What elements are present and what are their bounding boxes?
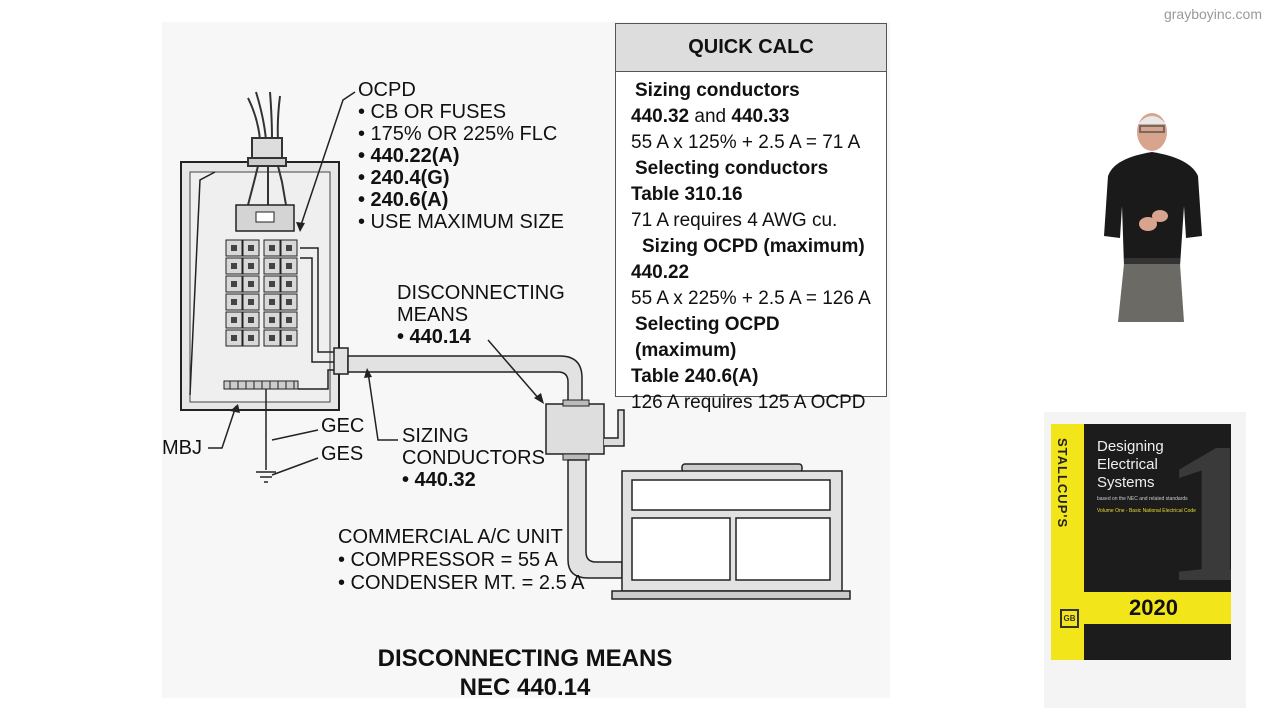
quick-calc-header: QUICK CALC — [616, 24, 886, 72]
breaker-handle — [286, 281, 292, 287]
calc-line-2: 71 A requires 4 AWG cu. — [631, 210, 838, 231]
calc-ref-2: Table 310.16 — [631, 184, 743, 205]
breaker-handle — [248, 335, 254, 341]
spine-text: STALLCUP'S — [1055, 438, 1070, 529]
book-title: Designing Electrical Systems — [1097, 438, 1164, 491]
presenter-image — [1104, 113, 1202, 322]
breaker-handle — [269, 335, 275, 341]
breaker-handle — [231, 263, 237, 269]
ges-label: GES — [321, 443, 363, 465]
ocpd-item: • CB OR FUSES — [358, 101, 506, 123]
breaker-handle — [231, 281, 237, 287]
ocpd-item: • 440.22(A) — [358, 145, 460, 167]
calc-line-4: 126 A requires 125 A OCPD — [631, 392, 866, 413]
breaker-handle — [269, 281, 275, 287]
breaker-handle — [286, 299, 292, 305]
breaker-handle — [231, 299, 237, 305]
sizing-label-1: SIZING — [402, 425, 469, 447]
book-cover: 1 STALLCUP'S GB Designing Electrical Sys… — [1051, 424, 1231, 660]
mbj-label: MBJ — [162, 437, 202, 459]
breaker-handle — [269, 299, 275, 305]
ocpd-item: • USE MAXIMUM SIZE — [358, 211, 564, 233]
breaker-handle — [286, 245, 292, 251]
disconnect-label-1: DISCONNECTING — [397, 282, 565, 304]
breaker-handle — [269, 317, 275, 323]
sizing-ref: • 440.32 — [402, 469, 476, 491]
ocpd-item: • 240.4(G) — [358, 167, 449, 189]
ocpd-list: • CB OR FUSES• 175% OR 225% FLC• 440.22(… — [358, 101, 564, 233]
unit-compressor: • COMPRESSOR = 55 A — [338, 549, 559, 571]
unit-title: COMMERCIAL A/C UNIT — [338, 526, 563, 548]
branch-breakers — [225, 239, 298, 347]
calc-heading-3: Sizing OCPD (maximum) — [642, 236, 865, 257]
sizing-label-2: CONDUCTORS — [402, 447, 545, 469]
ocpd-title: OCPD — [358, 79, 416, 101]
calc-ref-4: Table 240.6(A) — [631, 366, 759, 387]
diagram-title-2: NEC 440.14 — [460, 674, 591, 701]
watermark: grayboyinc.com — [1163, 6, 1262, 22]
book-subtitle: based on the NEC and related standards — [1097, 496, 1188, 502]
calc-ref-3: 440.22 — [631, 262, 690, 283]
book-spine: STALLCUP'S GB — [1051, 424, 1084, 660]
book-numeral: 1 — [1163, 424, 1231, 624]
book-year: 2020 — [1129, 595, 1178, 620]
feeder-cable — [247, 91, 287, 206]
calc-heading-4: Selecting OCPD (maximum) — [635, 314, 780, 361]
book-volume: Volume One - Basic National Electrical C… — [1097, 508, 1196, 514]
disconnect-ref: • 440.14 — [397, 326, 472, 348]
breaker-handle — [248, 263, 254, 269]
gb-logo-icon: GB — [1060, 609, 1079, 628]
breaker-handle — [248, 299, 254, 305]
breaker-handle — [231, 245, 237, 251]
disconnect-switch — [545, 399, 625, 461]
breaker-handle — [248, 245, 254, 251]
year-bar — [1084, 592, 1231, 624]
disconnect-label-2: MEANS — [397, 304, 468, 326]
calc-heading-1: Sizing conductors — [635, 80, 800, 101]
gec-label: GEC — [321, 415, 364, 437]
breaker-handle — [248, 281, 254, 287]
ground-bus — [223, 380, 299, 390]
ocpd-item: • 175% OR 225% FLC — [358, 123, 557, 145]
breaker-handle — [248, 317, 254, 323]
breaker-handle — [269, 263, 275, 269]
ac-unit — [611, 463, 851, 600]
calc-heading-2: Selecting conductors — [635, 158, 829, 179]
breaker-handle — [269, 245, 275, 251]
conduit-to-unit — [567, 459, 623, 579]
diagram-title-1: DISCONNECTING MEANS — [378, 645, 673, 672]
calc-ref-1: 440.32 and 440.33 — [631, 106, 790, 127]
breaker-handle — [231, 335, 237, 341]
breaker-handle — [286, 263, 292, 269]
unit-condenser: • CONDENSER MT. = 2.5 A — [338, 572, 585, 594]
breaker-handle — [231, 317, 237, 323]
breaker-handle — [286, 335, 292, 341]
quick-calc-box: QUICK CALC Sizing conductors 440.32 and … — [615, 23, 887, 413]
breaker-handle — [286, 317, 292, 323]
ocpd-item: • 240.6(A) — [358, 189, 448, 211]
calc-line-3: 55 A x 225% + 2.5 A = 126 A — [631, 288, 871, 309]
calc-line-1: 55 A x 125% + 2.5 A = 71 A — [631, 132, 861, 153]
ground-symbol-icon — [256, 471, 276, 483]
